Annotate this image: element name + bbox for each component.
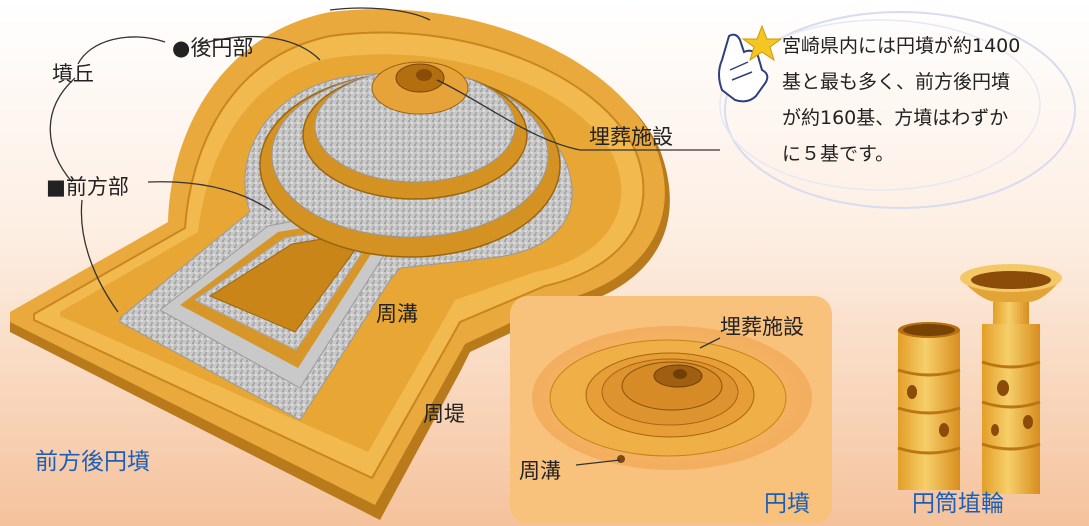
star-icon — [741, 24, 783, 62]
zenpokoenfun-illustration — [10, 7, 720, 521]
shuko-label-sub: 周溝 — [519, 459, 561, 483]
info-note: 宮崎県内には円墳が約1400 基と最も多く、前方後円墳 が約160基、方墳はわず… — [782, 28, 1082, 172]
koenbu-label: ●後円部 — [172, 36, 254, 60]
note-line: が約160基、方墳はわずか — [782, 107, 1009, 129]
shuko-label-main: 周溝 — [376, 302, 418, 326]
note-line: 宮崎県内には円墳が約1400 — [782, 35, 1021, 57]
note-decoration — [719, 11, 1076, 209]
haniwa-illustration — [897, 264, 1062, 494]
haniwa-title: 円筒埴輪 — [912, 491, 1004, 517]
pointing-hand-icon — [718, 33, 769, 103]
note-line: 基と最も多く、前方後円墳 — [782, 71, 1011, 93]
enpun-panel — [510, 296, 832, 524]
enpun-title: 円墳 — [764, 491, 810, 517]
maisou-label-sub: 埋葬施設 — [720, 315, 804, 339]
zenpobu-label: ■前方部 — [46, 175, 129, 199]
funkyu-label: 墳丘 — [52, 62, 94, 86]
zenpokoenfun-title: 前方後円墳 — [35, 449, 150, 475]
note-line: に５基です。 — [782, 143, 895, 165]
maisou-label-main: 埋葬施設 — [589, 125, 673, 149]
shutei-label: 周堤 — [423, 402, 465, 426]
